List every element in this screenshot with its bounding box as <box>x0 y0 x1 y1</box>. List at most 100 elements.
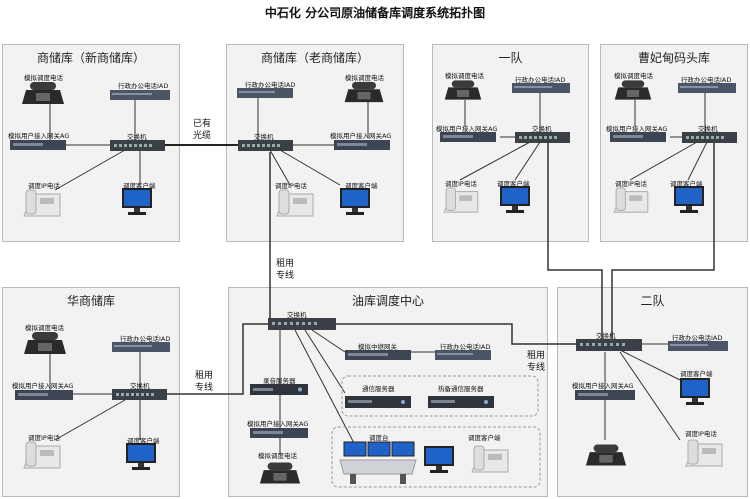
site-yidui-title: 一队 <box>498 51 523 65</box>
xin-ag-label: 模拟用户接入网关AG <box>8 132 70 140</box>
caofei-line-ipphone <box>629 141 698 181</box>
erdui-ipphone-label: 调度IP电话 <box>685 430 717 438</box>
caofei-ag-label: 模拟用户接入网关AG <box>606 125 668 133</box>
client-pc-icon <box>126 443 156 470</box>
switch-icon <box>110 140 165 151</box>
iad-icon <box>112 342 170 352</box>
phone-icon <box>614 80 652 100</box>
center-line-console <box>294 329 356 446</box>
lao-ag-label: 模拟用户接入网关AG <box>330 132 392 140</box>
center-line-comm <box>304 329 346 394</box>
ip-phone-icon <box>471 445 509 473</box>
xin-switch-label: 交换机 <box>127 133 147 141</box>
ag-gateway-icon <box>250 428 308 438</box>
yidui-line-ipphone <box>459 141 531 181</box>
caofei-ipphone-label: 调度IP电话 <box>615 180 647 188</box>
caofei-iad-label: 行政办公电话IAD <box>681 76 732 84</box>
diagram-title: 中石化 分公司原油储备库调度系统拓扑图 <box>264 6 486 20</box>
iad-icon <box>435 350 491 360</box>
lao-line-client <box>279 149 341 186</box>
erdui-line-client <box>619 349 681 381</box>
center-line-relay <box>311 329 346 353</box>
iad-icon <box>237 88 293 98</box>
console-desk-icon <box>339 441 417 484</box>
yidui-iad-label: 行政办公电话IAD <box>515 76 566 84</box>
switch-icon <box>682 132 737 143</box>
ip-phone-icon <box>613 187 649 213</box>
hua-ag-label: 模拟用户接入网关AG <box>12 382 74 390</box>
erdui-ag-label: 模拟用户接入网关AG <box>572 382 634 390</box>
lao-switch-label: 交换机 <box>254 133 274 141</box>
site-caofei-title: 曹妃甸码头库 <box>637 51 710 65</box>
ag-gateway-icon <box>440 132 496 142</box>
xin-client-label: 调度客户端 <box>123 182 156 190</box>
caofei-phone-label: 模拟调度电话 <box>614 72 653 80</box>
link-yidui-erdui <box>547 143 603 340</box>
client-pc-icon <box>424 446 454 473</box>
lao-client-label: 调度客户端 <box>345 182 378 190</box>
center-console-label: 调度台 <box>369 434 389 442</box>
hua-line-ipphone <box>54 399 126 441</box>
yidui-ipphone-label: 调度IP电话 <box>445 180 477 188</box>
lease-link-label-2: 租用专线 <box>195 371 214 393</box>
switch-icon <box>112 389 167 400</box>
lease-link-label-3: 租用专线 <box>527 351 546 373</box>
client-pc-icon <box>340 188 370 215</box>
comm-server-icon <box>345 396 411 408</box>
erdui-client-label: 调度客户端 <box>680 370 713 378</box>
phone-icon <box>585 444 627 466</box>
center-record-label: 录音服务器 <box>263 377 296 385</box>
ag-gateway-icon <box>15 390 73 400</box>
iad-icon <box>110 90 170 100</box>
phone-icon <box>444 80 482 100</box>
caofei-client-label: 调度客户端 <box>670 180 703 188</box>
ag-gateway-icon <box>10 140 66 150</box>
lao-iad-label: 行政办公电话IAD <box>245 81 296 89</box>
center-ag-label: 模拟用户接入网关AG <box>247 420 309 428</box>
yidui-phone-label: 模拟调度电话 <box>445 72 484 80</box>
ip-phone-icon <box>23 189 61 217</box>
lease-link-center-erdui <box>336 323 578 345</box>
yidui-client-label: 调度客户端 <box>497 180 530 188</box>
erdui-line-ipphone <box>619 351 681 441</box>
switch-icon <box>515 132 570 143</box>
site-erdui-title: 二队 <box>640 294 665 308</box>
phone-icon <box>24 332 66 354</box>
hua-phone-label: 模拟调度电话 <box>25 324 64 332</box>
client-pc-icon <box>674 186 704 213</box>
site-hua-title: 华商储库 <box>66 294 115 308</box>
ip-phone-icon <box>276 189 314 217</box>
caofei-line-client <box>687 141 708 181</box>
client-pc-icon <box>500 186 530 213</box>
console-group-frame <box>331 426 541 488</box>
ip-phone-icon <box>23 441 61 469</box>
erdui-switch-label: 交换机 <box>596 332 616 340</box>
fiber-link-label: 已有光缆 <box>193 119 212 141</box>
lease-link-hua-center <box>160 323 268 395</box>
yidui-switch-label: 交换机 <box>532 125 552 133</box>
phone-icon <box>344 81 384 103</box>
xin-ipphone-label: 调度IP电话 <box>28 182 60 190</box>
switch-icon <box>268 318 336 330</box>
ag-gateway-icon <box>575 390 635 400</box>
hua-iad-label: 行政办公电话IAD <box>120 335 171 343</box>
lao-phone-label: 模拟调度电话 <box>345 74 384 82</box>
center-phone-label: 模拟调度电话 <box>258 452 297 460</box>
yidui-line-client <box>514 141 541 181</box>
client-pc-icon <box>122 188 152 215</box>
hua-client-label: 调度客户端 <box>127 437 160 445</box>
record-server-icon <box>250 384 308 395</box>
site-lao-title: 商储库（老商储库） <box>260 51 369 65</box>
lease-link-label-1: 租用专线 <box>276 259 295 281</box>
relay-gateway-icon <box>345 350 411 360</box>
erdui-iad-label: 行政办公电话IAD <box>672 334 723 342</box>
xin-iad-label: 行政办公电话IAD <box>118 82 169 90</box>
center-iad-label: 行政办公电话IAD <box>440 343 491 351</box>
center-relay-label: 模拟中继网关 <box>358 343 397 351</box>
iad-icon <box>668 341 728 351</box>
iad-icon <box>678 83 736 93</box>
site-xin-title: 商储库（新商储库） <box>36 51 145 65</box>
xin-phone-label: 模拟调度电话 <box>24 74 63 82</box>
server-group-frame <box>341 375 539 417</box>
